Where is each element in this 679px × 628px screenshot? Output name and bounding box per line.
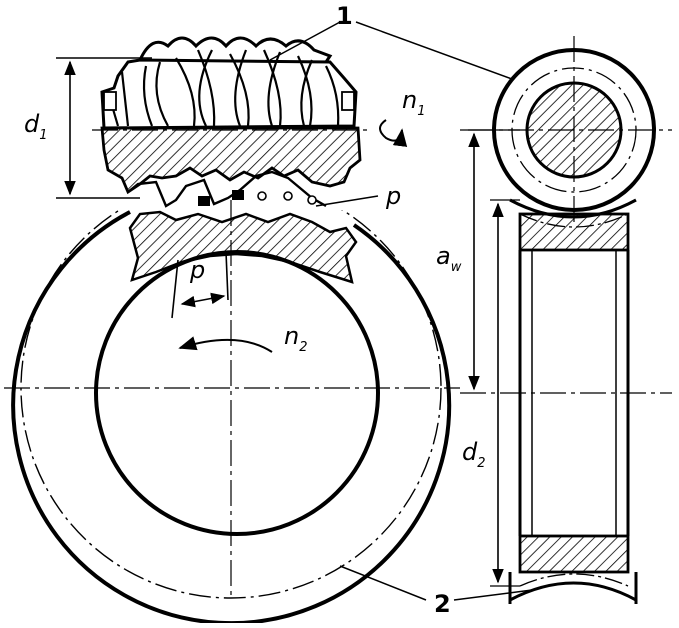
worm-thread-crests: [138, 36, 333, 63]
d2-dimension: [490, 199, 520, 587]
aw-dimension: [460, 129, 520, 391]
n2-sub: 2: [299, 340, 308, 355]
d1-main: d: [24, 110, 40, 138]
n1-sub: 1: [417, 104, 426, 119]
worm-section: [100, 126, 362, 195]
wheel-side-view: [460, 198, 672, 604]
worm-profile: [100, 58, 358, 130]
worm-label-1: 1: [336, 2, 353, 30]
n2-label: n2: [284, 322, 308, 354]
wheel-bore-circle: [94, 250, 380, 536]
aw-main: a: [436, 242, 451, 270]
worm-rotation-arrow: [379, 119, 408, 147]
p-worm-label: p: [386, 182, 402, 210]
d2-main: d: [462, 438, 478, 466]
d1-dimension: [56, 57, 152, 199]
d2-label: d2: [462, 438, 486, 470]
wheel-rotation-arrow: [178, 336, 273, 353]
wheel-pitch-arrow: [180, 292, 226, 308]
wheel-tooth-section: [128, 210, 358, 284]
d1-sub: 1: [39, 128, 48, 143]
n1-main: n: [402, 86, 418, 114]
leader-lines: [269, 21, 533, 601]
worm-thread-profile: [127, 170, 327, 208]
aw-sub: w: [450, 260, 462, 275]
worm-front-view: [92, 36, 408, 208]
worm-thread-lines: [106, 49, 340, 127]
aw-label: aw: [436, 242, 461, 274]
worm-wheel-front-view: [4, 200, 460, 626]
wheel-label-2: 2: [434, 590, 451, 618]
n2-main: n: [284, 322, 300, 350]
d1-label: d1: [24, 110, 48, 142]
p-wheel-label: p: [190, 256, 206, 284]
n1-label: n1: [402, 86, 426, 118]
d2-sub: 2: [477, 456, 486, 471]
worm-side-view: [468, 36, 672, 222]
